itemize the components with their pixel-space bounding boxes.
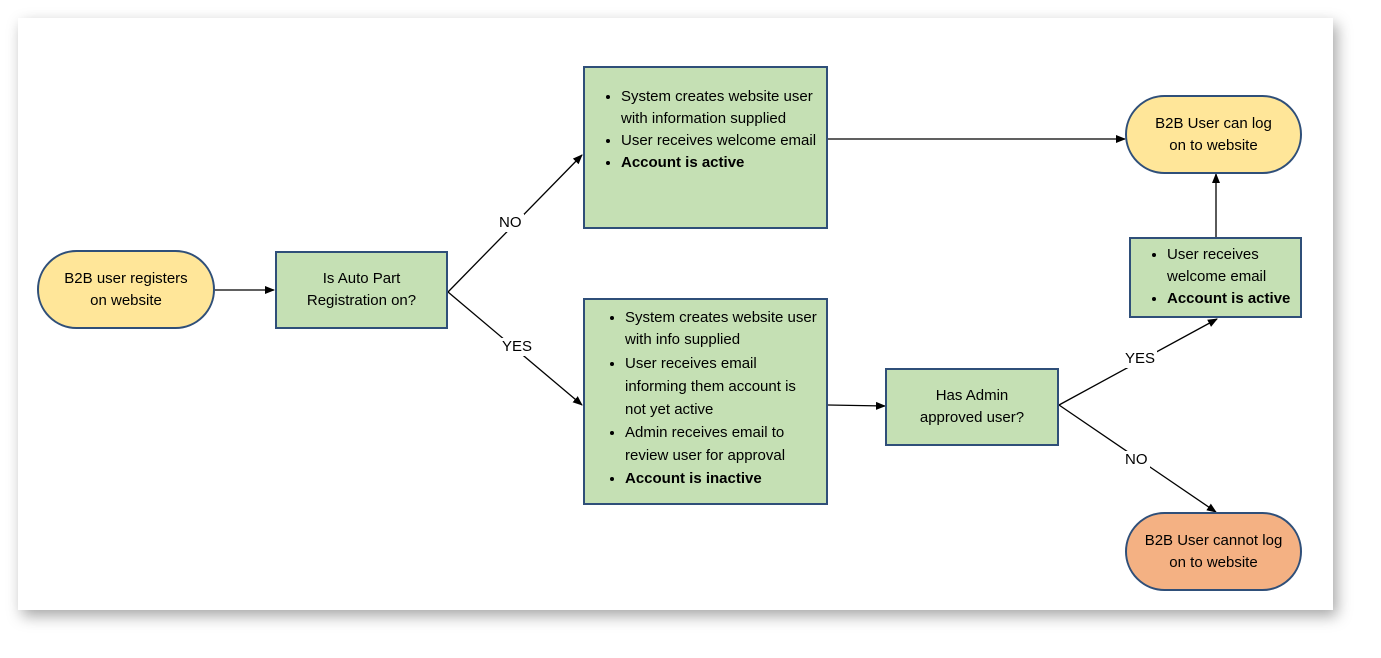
admin-approval-decision: Has Admin approved user? [885, 368, 1059, 446]
yes-path-process-box: System creates website user with info su… [583, 298, 828, 505]
success-end-node-label: B2B User can log on to website [1155, 114, 1272, 154]
start-node-label: B2B user registers on website [64, 269, 188, 309]
edge-label-auto-no: NO [497, 214, 524, 232]
yes-path-item: Admin receives email to review user for … [625, 421, 818, 467]
no-path-item: User receives welcome email [621, 130, 826, 152]
fail-end-node: B2B User cannot log on to website [1125, 512, 1302, 591]
no-path-item: Account is active [621, 152, 826, 174]
yes-path-item: System creates website user with info su… [625, 307, 818, 351]
success-end-node: B2B User can log on to website [1125, 95, 1302, 174]
admin-approval-decision-label: Has Admin approved user? [919, 387, 1025, 426]
fail-end-node-label: B2B User cannot log on to website [1144, 531, 1283, 571]
no-path-item: System creates website user with informa… [621, 86, 826, 130]
auto-registration-decision-label: Is Auto Part Registration on? [306, 270, 417, 309]
arrow-yes-box-to-admin [827, 401, 886, 410]
start-node: B2B user registers on website [37, 250, 215, 329]
approved-item: Account is active [1167, 288, 1296, 310]
no-path-process-box: System creates website user with informa… [583, 66, 828, 229]
edge-label-admin-yes: YES [1123, 350, 1158, 368]
yes-path-item: User receives email informing them accou… [625, 352, 818, 421]
yes-path-item: Account is inactive [625, 467, 818, 491]
edge-label-admin-no: NO [1123, 451, 1150, 469]
auto-registration-decision: Is Auto Part Registration on? [275, 251, 448, 329]
edge-label-auto-yes: YES [500, 338, 535, 356]
approved-process-box: User receives welcome email Account is a… [1129, 237, 1302, 318]
approved-item: User receives welcome email [1167, 244, 1296, 288]
